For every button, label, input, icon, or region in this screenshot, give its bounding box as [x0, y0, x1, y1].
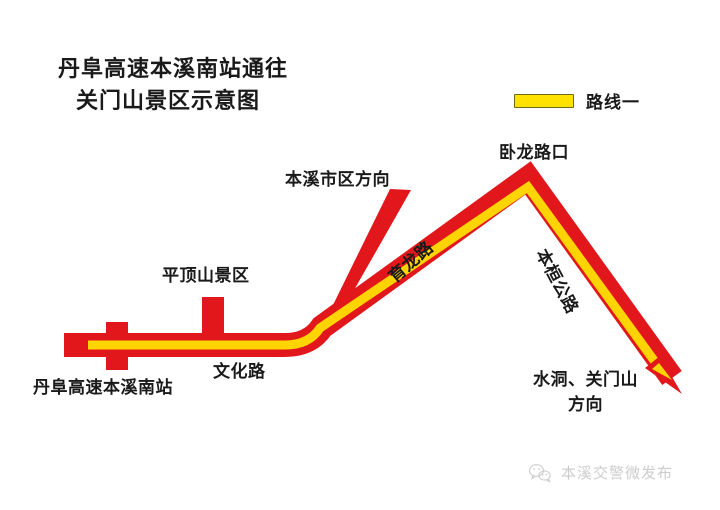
- map-label-shuidong-line-2: 方向: [568, 394, 603, 415]
- route-left-terminus: [64, 333, 88, 357]
- map-label-pingdingshan-scenic: 平顶山景区: [162, 266, 250, 286]
- map-label-danfu-expressway-station: 丹阜高速本溪南站: [33, 378, 173, 398]
- map-label-wolong-intersection: 卧龙路口: [499, 143, 569, 163]
- wechat-icon: [528, 463, 551, 483]
- map-label-shuidong-guanmenshan: 水洞、关门山 方向: [533, 368, 638, 417]
- map-label-wenhua-road: 文化路: [213, 362, 266, 382]
- legend-swatch-route-one: [514, 93, 574, 108]
- title-line-2: 关门山景区示意图: [76, 88, 261, 114]
- benxi-direction-branch: [333, 189, 411, 313]
- legend: 路线一: [514, 88, 640, 113]
- route-arrowhead-yellow: [652, 363, 672, 380]
- map-label-benxi-direction: 本溪市区方向: [285, 170, 390, 190]
- route-yellow-core: [86, 180, 670, 380]
- title-line-1: 丹阜高速本溪南站通往: [58, 57, 289, 82]
- legend-label-route-one: 路线一: [586, 93, 640, 113]
- page-title: 丹阜高速本溪南站通往 关门山景区示意图: [58, 54, 288, 118]
- map-label-shuidong-line-1: 水洞、关门山: [533, 370, 638, 390]
- watermark-label: 本溪交警微发布: [561, 464, 674, 482]
- watermark: 本溪交警微发布: [528, 462, 673, 483]
